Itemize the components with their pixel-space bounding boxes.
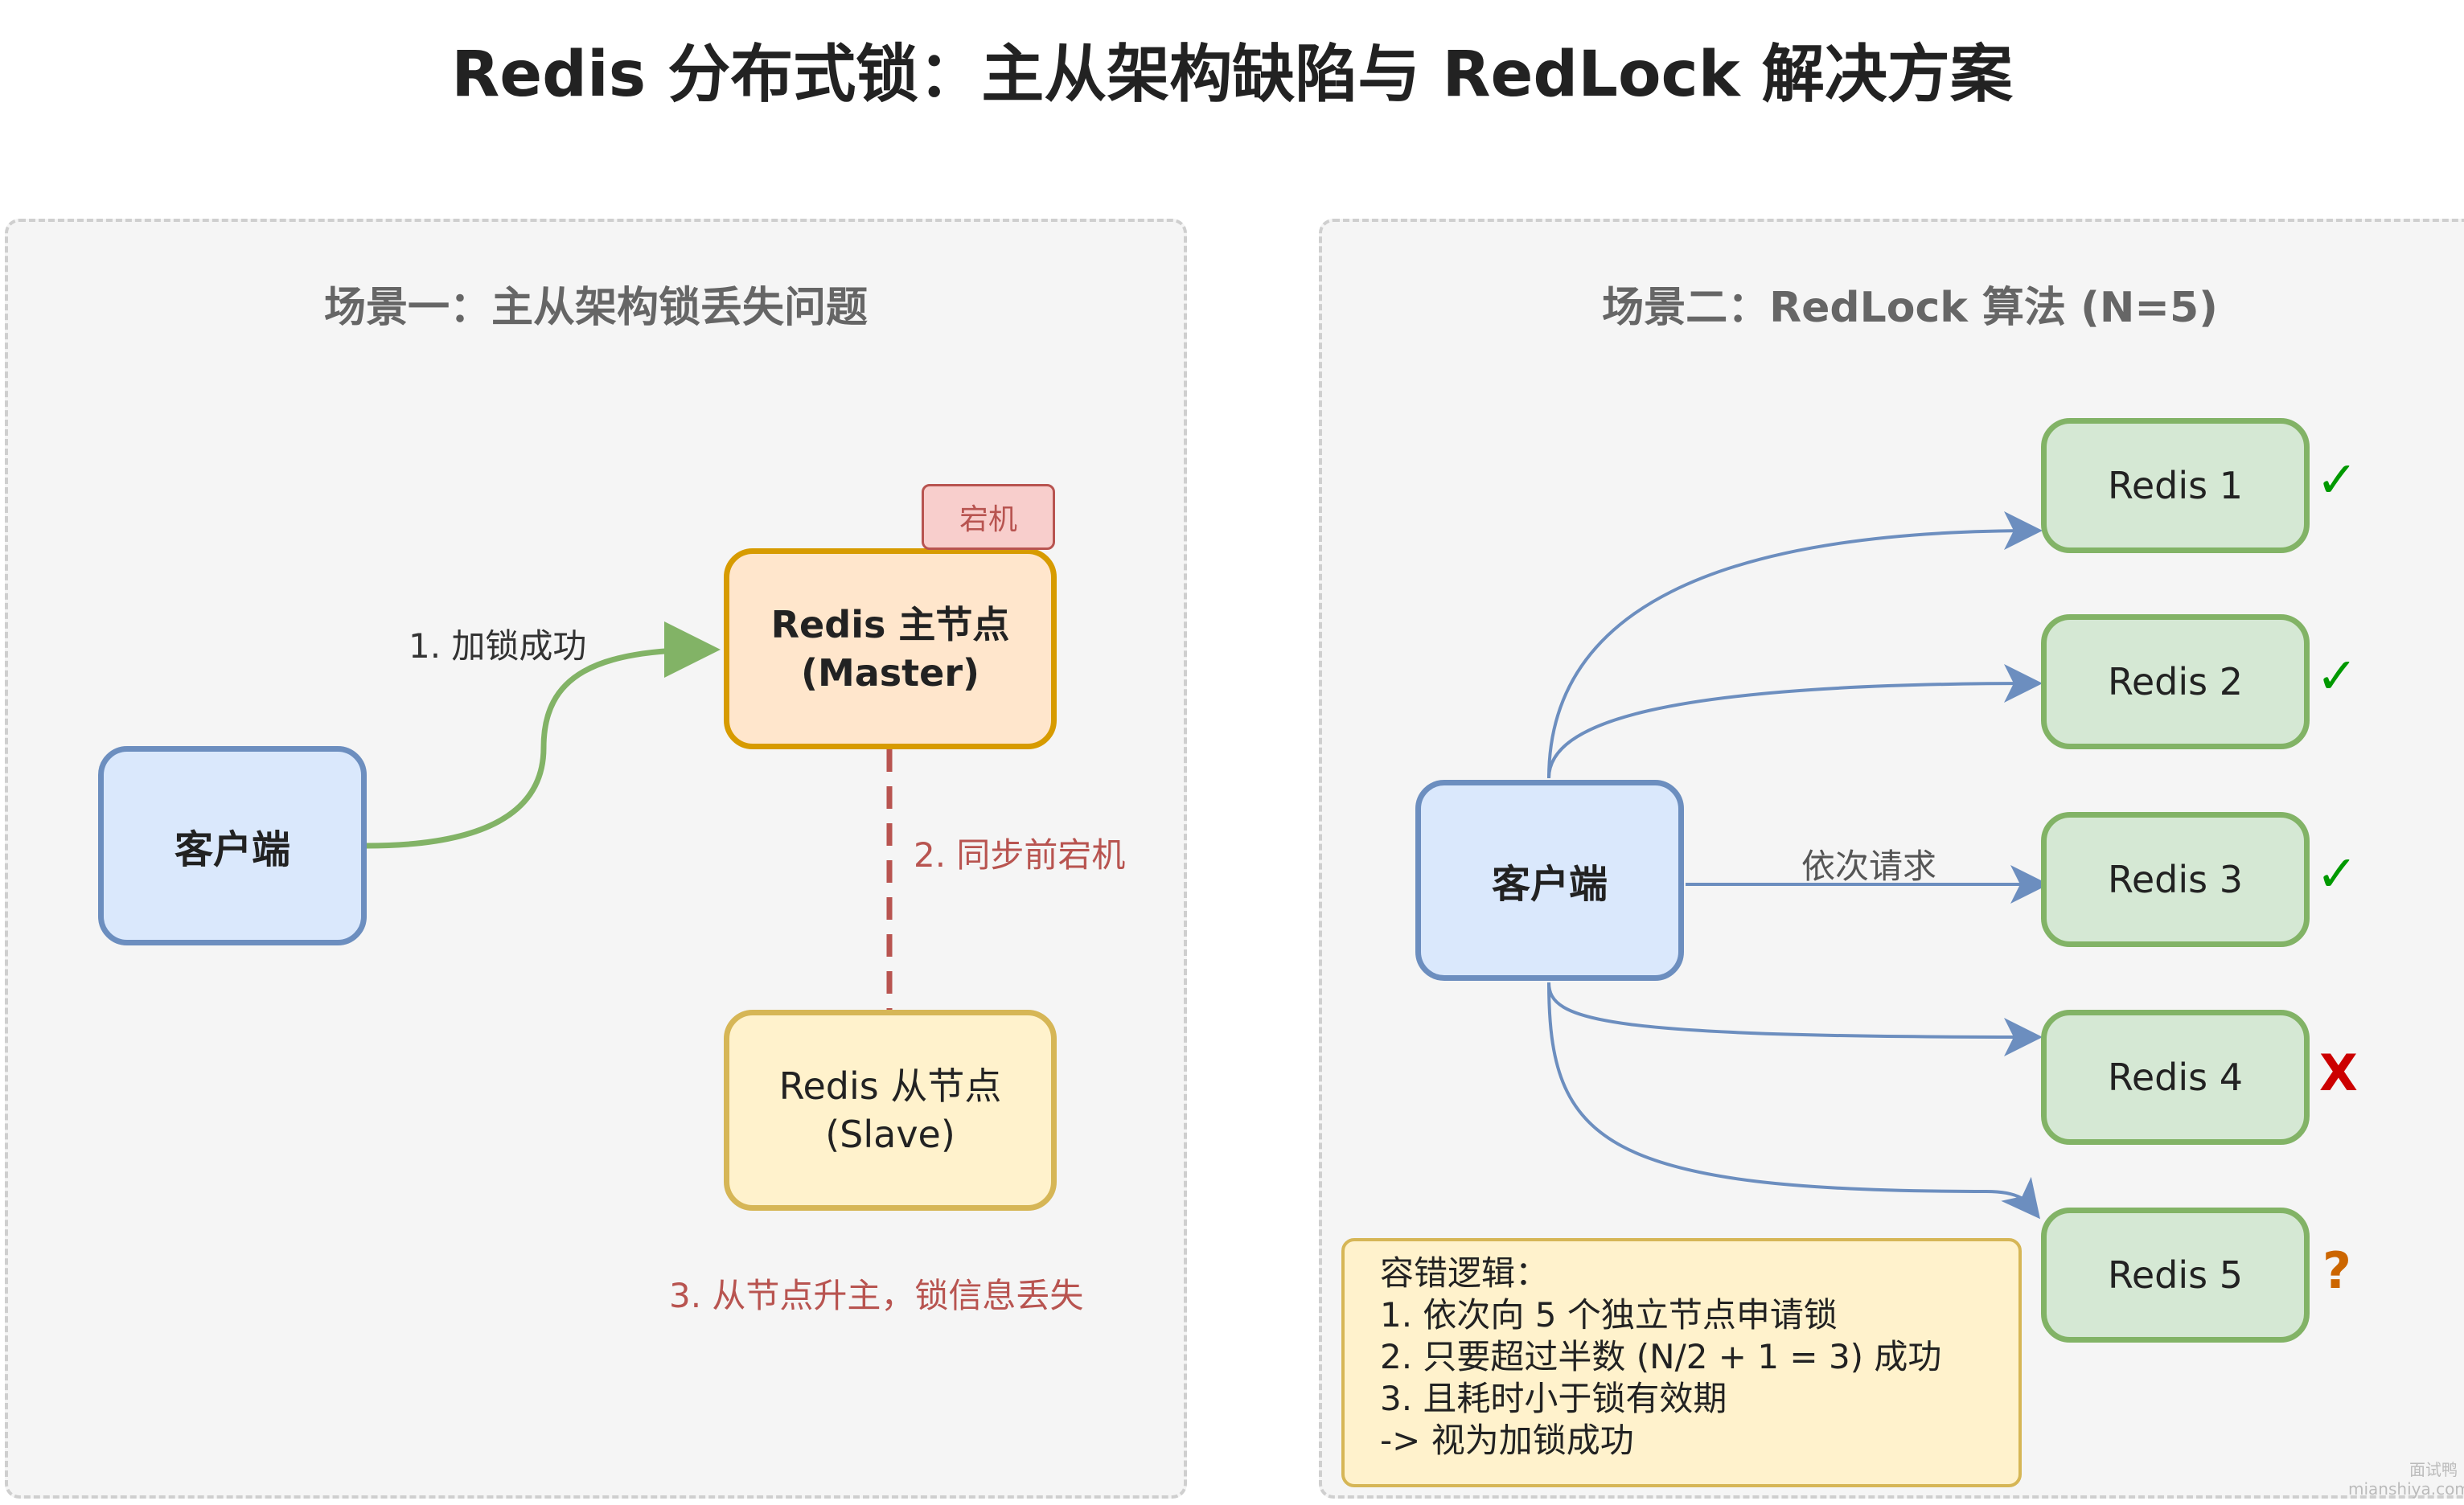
note-title: 容错逻辑： [1380, 1253, 1550, 1293]
note-line-4: -> 视为加锁成功 [1380, 1421, 1634, 1460]
note-line-1: 1. 依次向 5 个独立节点申请锁 [1380, 1295, 1838, 1335]
watermark: 面试鸭 mianshiya.com [2348, 1460, 2464, 1499]
step3-label: 3. 从节点升主，锁信息丢失 [669, 1276, 1084, 1315]
redis-node-5: Redis 5 [2041, 1208, 2310, 1343]
arrow-client-to-master [366, 621, 721, 849]
redis-master-line2: (Master) [800, 651, 980, 695]
redis-node-2-label: Redis 2 [2107, 660, 2244, 703]
redis-node-1-label: Redis 1 [2107, 464, 2244, 507]
redis-node-3: Redis 3 [2041, 812, 2310, 947]
status-check-icon-2: ✓ [2316, 646, 2358, 705]
redis-master-line1: Redis 主节点 [770, 603, 1010, 646]
status-unknown-icon-5: ? [2322, 1241, 2351, 1300]
redis-node-3-label: Redis 3 [2107, 858, 2244, 901]
redis-node-2: Redis 2 [2041, 614, 2310, 749]
redis-node-1: Redis 1 [2041, 418, 2310, 553]
redis-slave-line2: (Slave) [825, 1113, 955, 1156]
note-line-2: 2. 只要超过半数 (N/2 + 1 = 3) 成功 [1380, 1337, 1942, 1376]
scene2-title: 场景二：RedLock 算法 (N=5) [1602, 284, 2218, 332]
note-line-3: 3. 且耗时小于锁有效期 [1380, 1379, 1727, 1418]
arrow-to-redis-2 [1547, 664, 2043, 779]
scene1-title: 场景一：主从架构锁丢失问题 [323, 284, 868, 332]
scene1-client-label: 客户端 [174, 827, 290, 872]
scene2-client-label: 客户端 [1491, 862, 1608, 907]
crash-tag: 宕机 [922, 484, 1055, 550]
scene2-client-box: 客户端 [1415, 780, 1684, 981]
fault-tolerance-note: 容错逻辑： 1. 依次向 5 个独立节点申请锁 2. 只要超过半数 (N/2 +… [1341, 1238, 2022, 1487]
step2-label: 2. 同步前宕机 [914, 835, 1126, 875]
step1-label: 1. 加锁成功 [409, 626, 587, 666]
arrow-to-redis-1 [1547, 511, 2043, 779]
page-title: Redis 分布式锁：主从架构缺陷与 RedLock 解决方案 [451, 39, 2013, 111]
status-check-icon-1: ✓ [2316, 450, 2358, 509]
status-check-icon-3: ✓ [2316, 844, 2358, 903]
redis-node-4-label: Redis 4 [2107, 1056, 2244, 1099]
redis-slave-box: Redis 从节点 (Slave) [724, 1010, 1057, 1211]
status-fail-icon-4: X [2319, 1044, 2358, 1102]
scene1-client-box: 客户端 [98, 746, 367, 945]
redis-slave-line1: Redis 从节点 [778, 1064, 1002, 1108]
watermark-line1: 面试鸭 [2409, 1460, 2458, 1479]
redis-node-5-label: Redis 5 [2107, 1253, 2244, 1297]
watermark-line2: mianshiya.com [2348, 1479, 2464, 1499]
redis-node-4: Redis 4 [2041, 1010, 2310, 1145]
request-label: 依次请求 [1801, 847, 1937, 886]
arrow-to-redis-4 [1547, 982, 2043, 1056]
arrow-to-redis-5 [1547, 982, 2040, 1220]
redis-master-box: Redis 主节点 (Master) [724, 548, 1057, 749]
